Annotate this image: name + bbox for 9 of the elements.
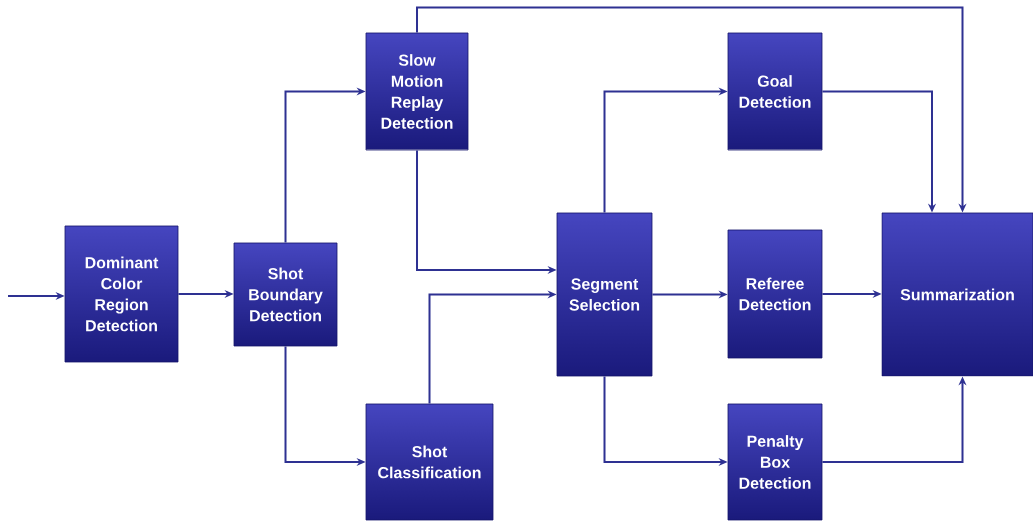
process-box: Shot Boundary Detection <box>233 242 338 347</box>
process-box: Goal Detection <box>727 32 823 151</box>
process-box: Dominant Color Region Detection <box>64 225 179 363</box>
process-box: Referee Detection <box>727 229 823 359</box>
process-box: Summarization <box>881 212 1033 377</box>
process-box: Segment Selection <box>556 212 653 377</box>
process-box: Shot Classification <box>365 403 494 521</box>
process-box: Penalty Box Detection <box>727 403 823 521</box>
process-box: Slow Motion Replay Detection <box>365 32 469 151</box>
